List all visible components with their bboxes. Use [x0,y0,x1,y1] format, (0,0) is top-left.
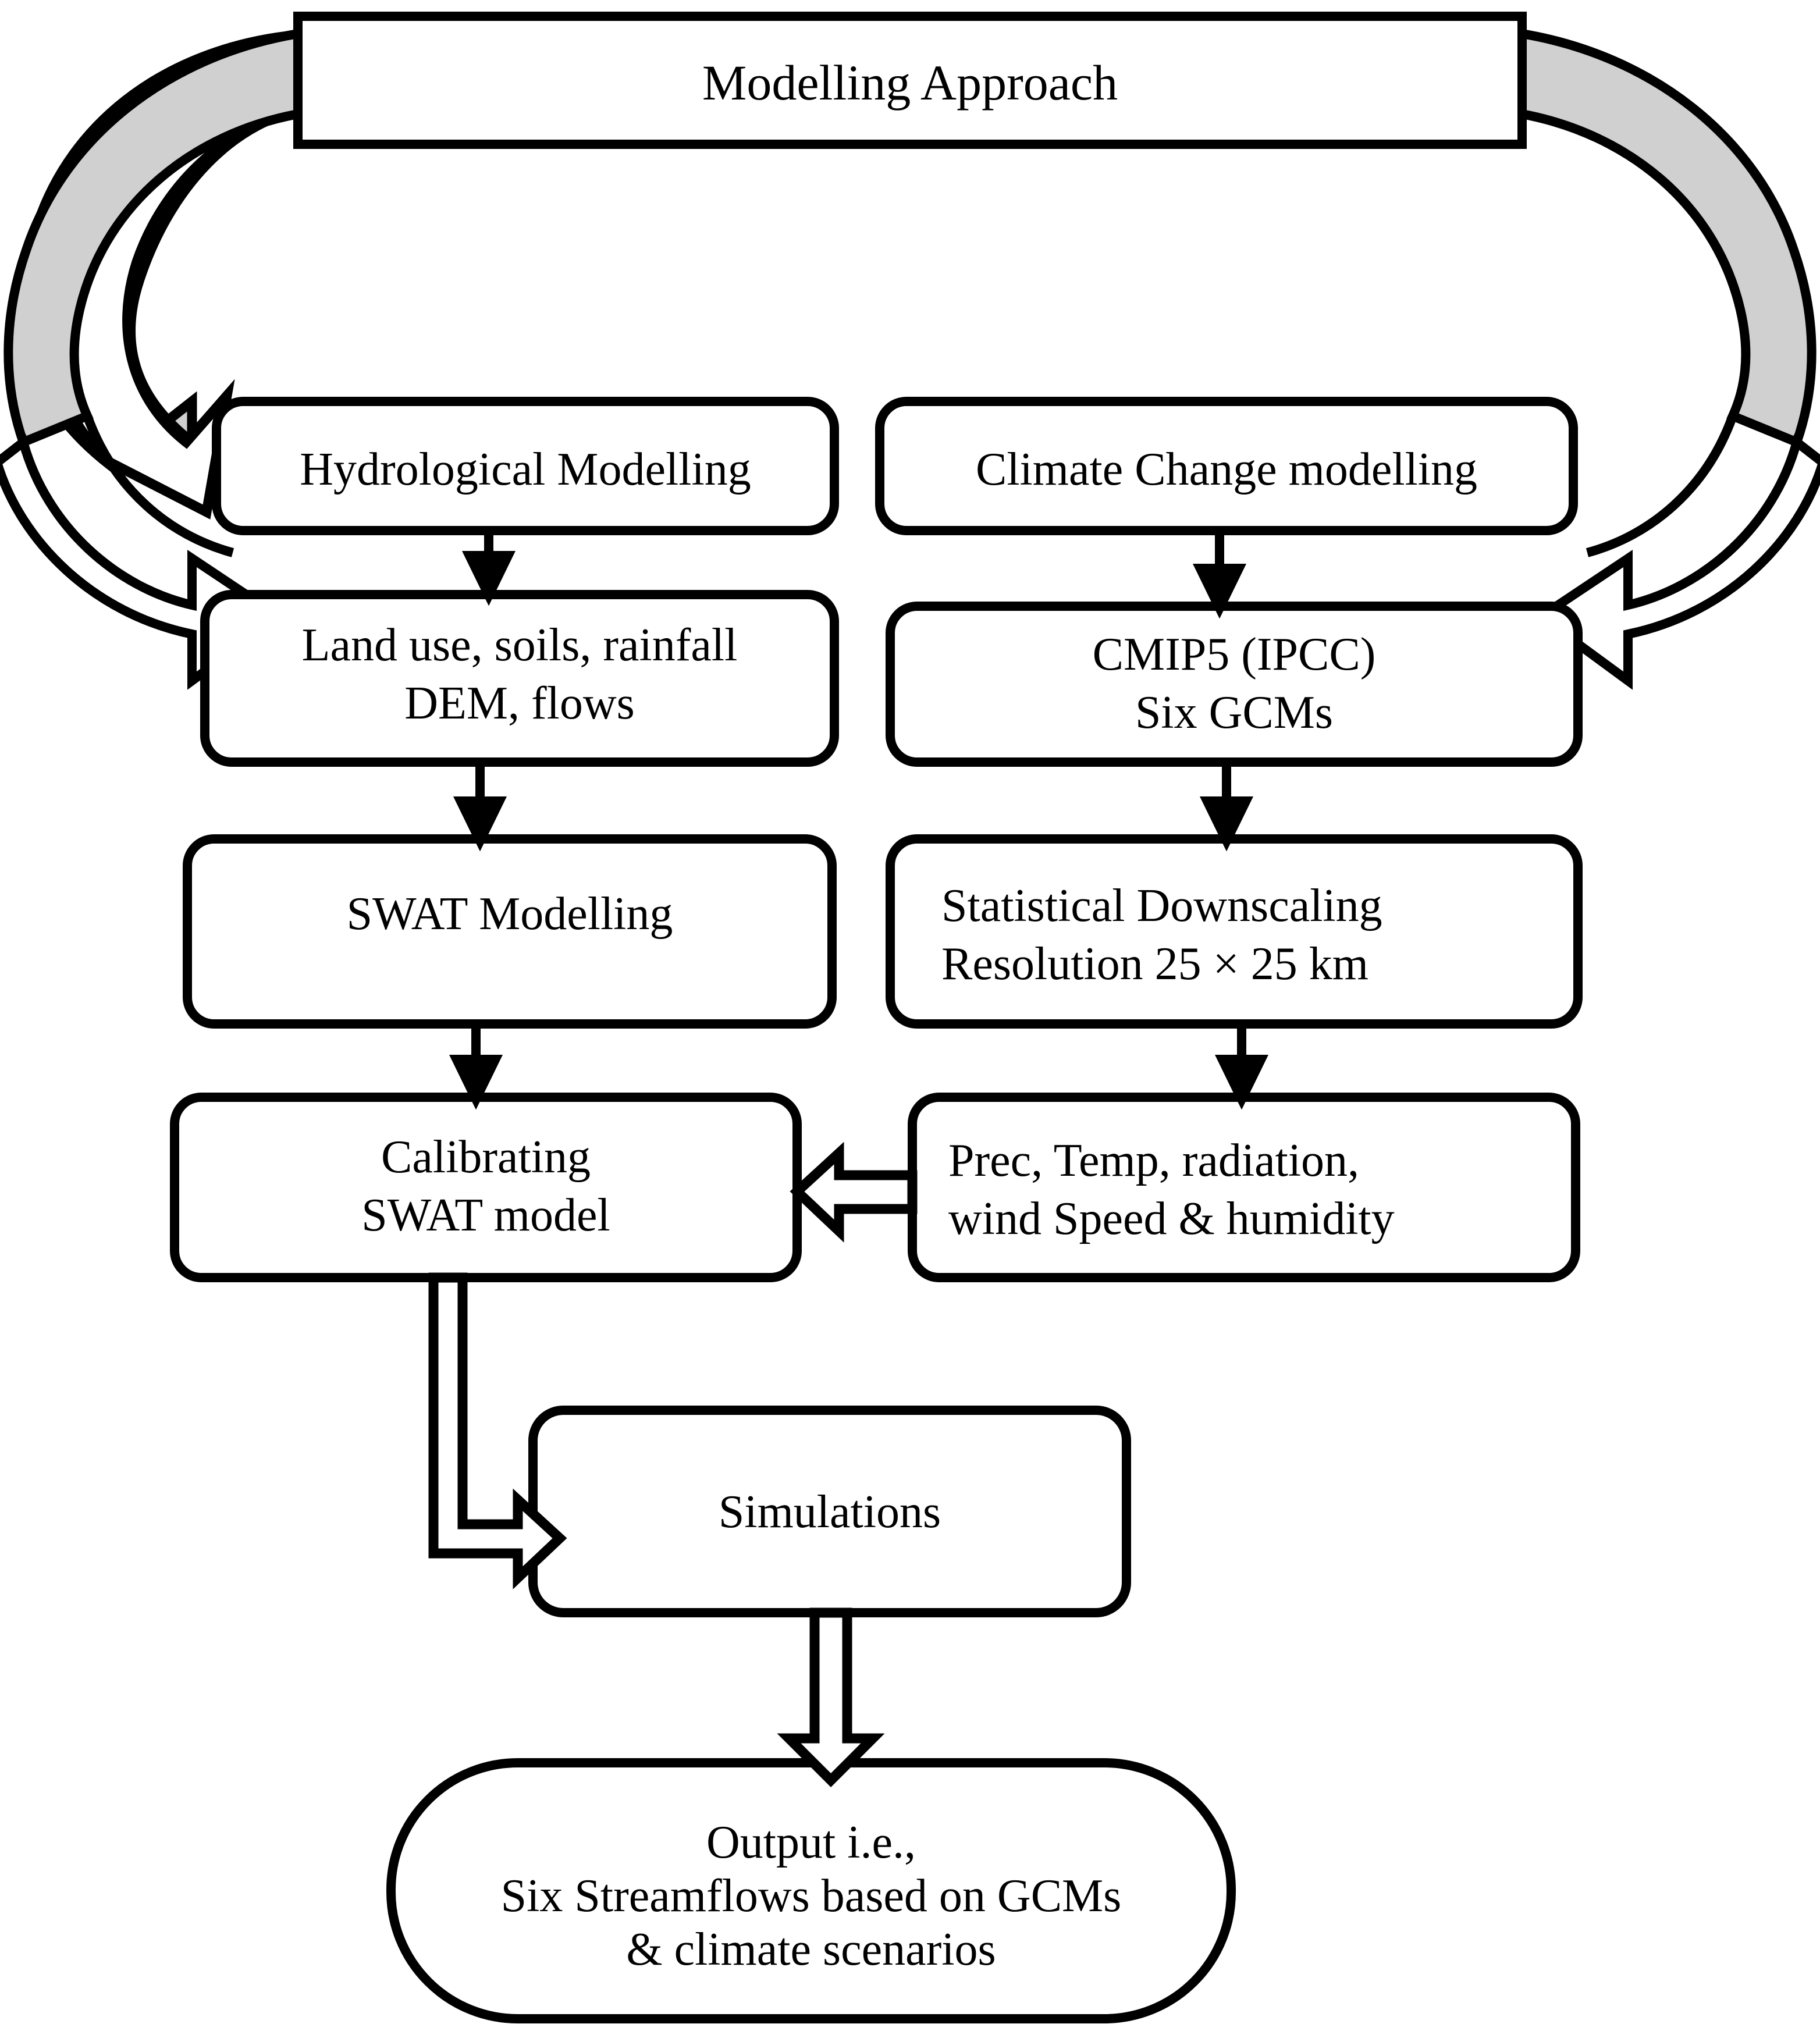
curved-arrow-right-shape [1517,28,1820,690]
node-simulations-box[interactable] [528,1406,1131,1617]
node-calibrating-box[interactable] [170,1093,802,1282]
arrow-hydro-to-inputs [462,531,516,606]
arrow-cmip5-to-downscaling [1200,762,1253,852]
node-downscaling-box[interactable] [886,834,1583,1029]
arrow-downscaling-to-variables [1215,1024,1268,1110]
node-variables-box[interactable] [908,1093,1580,1282]
node-swat-box[interactable] [183,834,837,1029]
node-hydro-box[interactable] [212,397,839,535]
arrow-climate-to-cmip5 [1193,531,1246,619]
arrow-variables-to-calibrating [790,1141,918,1243]
arrow-swat-to-calibrating [449,1024,503,1110]
arrow-inputs-to-swat [453,762,507,852]
node-title-box[interactable] [293,12,1527,149]
arrow-simulations-to-output [777,1607,885,1788]
arrow-calibrating-to-simulations [428,1272,567,1589]
node-cmip5-box[interactable] [886,602,1583,767]
node-inputs-box[interactable] [200,590,839,767]
node-output-box[interactable] [386,1758,1236,2023]
node-climate-box[interactable] [875,397,1578,535]
